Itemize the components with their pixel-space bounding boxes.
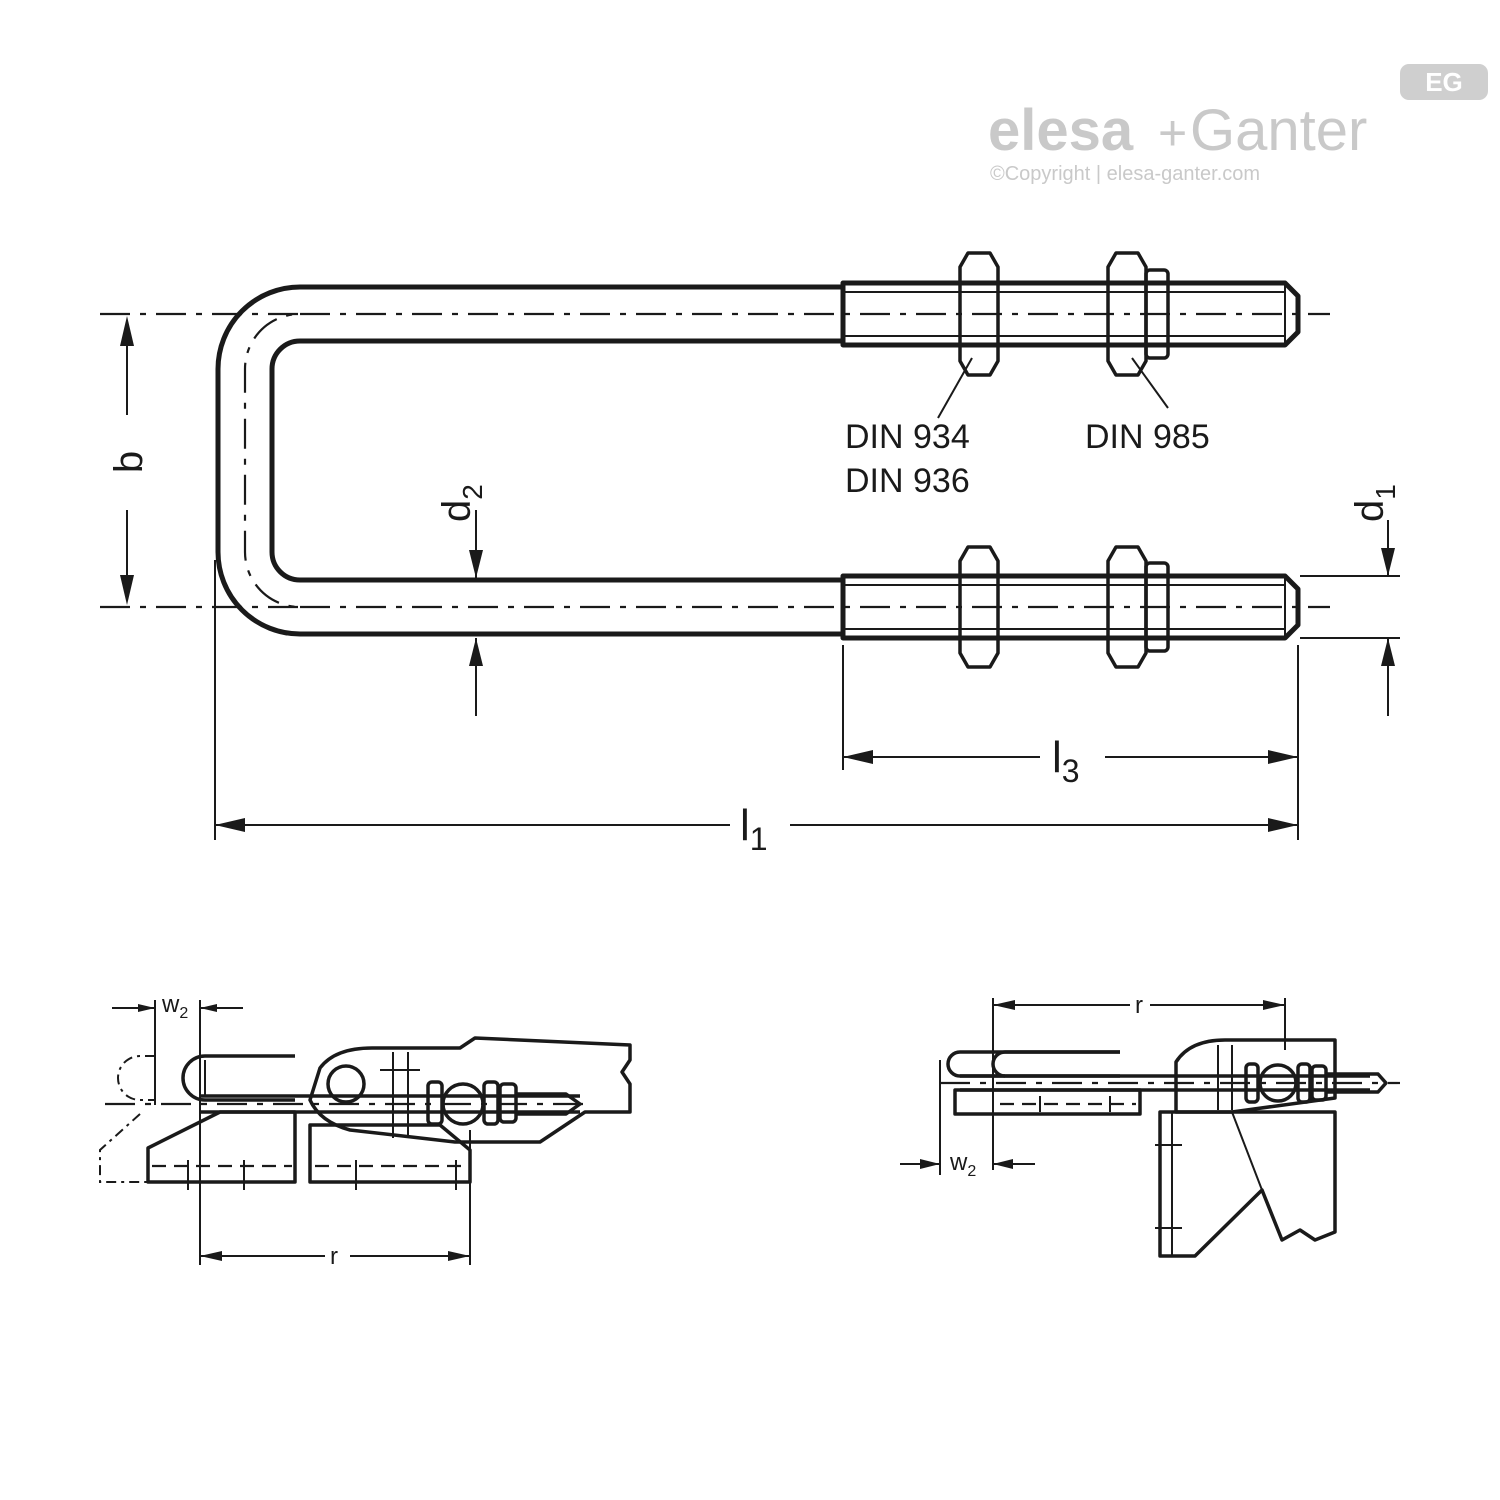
mounting-bracket [1158,1110,1337,1258]
label-b: b [107,451,151,473]
lever-pivot [326,1064,366,1104]
logo-brand-right: Ganter [1190,98,1367,163]
application-view-horizontal: w2 r [99,991,632,1270]
nylon-insert-lower [1144,561,1170,653]
nuts-lower [958,545,1170,669]
logo-copyright: ©Copyright | elesa-ganter.com [990,163,1260,185]
u-bolt-loop-left [181,1054,295,1102]
nuts-upper [958,251,1170,377]
u-bolt-body [100,280,1330,641]
dimension-d1: d1 [1300,484,1401,716]
label-d2: d2 [435,484,488,522]
hex-nut-din934-upper [958,251,1000,377]
clamp-lever [308,1036,632,1144]
hex-nut-din985-lower [1106,545,1148,669]
label-din936: DIN 936 [845,462,970,500]
label-l3: l3 [1052,733,1080,789]
label-din985: DIN 985 [1085,418,1210,456]
spherical-washer-right [1258,1063,1298,1103]
leader-din985 [1131,357,1169,409]
u-bolt-outer-contour [215,284,846,637]
dimension-l3: l3 [842,645,1299,840]
leader-din934 [937,357,973,419]
logo-badge-box [1400,64,1488,100]
dimension-l1: l1 [214,560,1298,857]
upper-thread-end [840,280,1301,348]
phantom-outline [99,1055,155,1183]
label-d1: d1 [1348,484,1401,522]
label-l1: l1 [740,801,768,857]
logo-badge-text: EG [1425,67,1463,97]
nylon-insert-upper [1144,268,1170,360]
u-bolt-inner-contour [269,338,846,583]
label-w2-left: w2 [161,991,188,1022]
hex-nut-din985-upper [1106,251,1148,377]
label-w2-right: w2 [949,1149,976,1180]
elesa-ganter-logo: elesa + Ganter ©Copyright | elesa-ganter… [988,64,1488,185]
u-bolt-loop-right [946,1050,1120,1078]
base-plate-right [308,1123,472,1184]
hex-nut-din934-lower [958,545,1000,669]
lower-thread-end [840,573,1301,641]
logo-brand-left: elesa [988,98,1134,163]
label-r-left: r [330,1243,338,1270]
label-din934: DIN 934 [845,418,970,456]
rod-centerline-bend [100,312,301,609]
lever-right [1174,1038,1337,1114]
block-right [953,1088,1142,1116]
logo-plus: + [1158,105,1187,161]
application-view-vertical: r w2 [900,992,1400,1258]
label-r-right: r [1135,992,1143,1019]
dimension-b: b [107,316,151,605]
dimension-d2: d2 [435,484,488,716]
base-plate-left [146,1110,297,1184]
